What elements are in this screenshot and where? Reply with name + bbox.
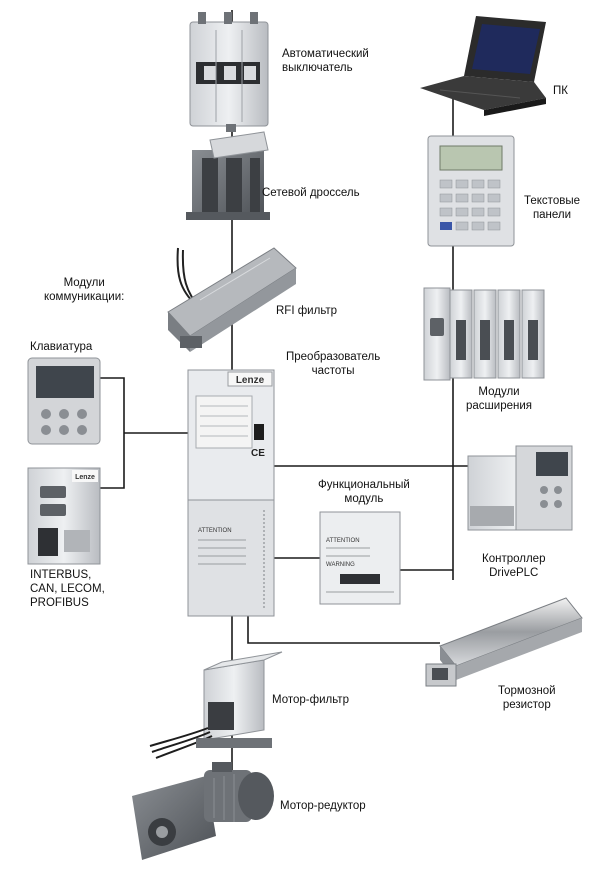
connection-lines [100, 10, 468, 790]
bus-list-label: INTERBUS, CAN, LECOM, PROFIBUS [30, 568, 105, 610]
bus-list-line2: CAN, LECOM, [30, 583, 105, 595]
text-panels-label: Текстовые панели [524, 194, 580, 222]
keypad-image [27, 357, 101, 445]
motor-filter-image [149, 651, 283, 759]
text-panel-image [427, 135, 515, 247]
function-module-label-line2: модуль [344, 493, 384, 505]
inverter-label-line1: Преобразователь [286, 351, 381, 363]
function-module-label: Функциональный модуль [318, 478, 410, 506]
breaker-label: Автоматический выключатель [282, 47, 369, 75]
choke-label: Сетевой дроссель [262, 187, 360, 199]
line-choke-image [186, 131, 270, 220]
inverter-brand-mark: Lenze [236, 375, 265, 386]
inverter-ce-mark: CE [251, 448, 265, 459]
expansion-modules-label: Модули расширения [466, 385, 532, 413]
comm-modules-label-line1: Модули [63, 277, 105, 289]
brake-resistor-label: Тормозной резистор [498, 684, 556, 712]
keypad-label: Клавиатура [30, 341, 93, 353]
inverter-warning-title: ATTENTION [198, 528, 232, 534]
gear-motor-label: Мотор-редуктор [280, 800, 366, 812]
function-module-warning-title: ATTENTION [326, 538, 360, 544]
laptop-image [420, 16, 546, 116]
breaker-label-line1: Автоматический [282, 48, 369, 60]
comm-modules-label-line2: коммуникации: [44, 291, 125, 303]
function-module-warning-title-2: WARNING [326, 562, 355, 568]
bus-list-line1: INTERBUS, [30, 569, 92, 581]
breaker-label-line2: выключатель [282, 62, 353, 74]
pc-label: ПК [553, 85, 568, 97]
drive-plc-label-line2: DrivePLC [489, 567, 539, 579]
function-module-label-line1: Функциональный [318, 479, 410, 491]
rfi-label: RFI фильтр [276, 305, 338, 317]
text-panels-label-line1: Текстовые [524, 195, 580, 207]
keypad-bus-link [100, 377, 125, 489]
drive-plc-image [467, 445, 573, 531]
gear-motor-image [132, 762, 274, 860]
motor-filter-label: Мотор-фильтр [272, 694, 349, 706]
bus-module-image: Lenze [27, 467, 101, 565]
bus-list-line3: PROFIBUS [30, 597, 89, 609]
drive-plc-label: Контроллер DrivePLC [482, 552, 545, 580]
expansion-modules-label-line1: Модули [478, 386, 520, 398]
brake-resistor-label-line1: Тормозной [498, 685, 556, 697]
bus-module-brand-mark: Lenze [75, 474, 95, 481]
brake-resistor-label-line2: резистор [502, 699, 551, 711]
circuit-breaker-image [189, 12, 269, 132]
inverter-label-line2: частоты [311, 365, 355, 377]
expansion-modules-image [423, 287, 545, 381]
inverter-label: Преобразователь частоты [286, 350, 380, 378]
comm-modules-label: Модули коммуникации: [44, 276, 124, 304]
text-panels-label-line2: панели [532, 209, 572, 221]
brake-resistor-image [425, 597, 583, 687]
expansion-modules-label-line2: расширения [466, 400, 532, 412]
function-module-image: ATTENTION WARNING [319, 511, 401, 605]
brake-resistor-line [247, 610, 440, 644]
frequency-inverter-image: Lenze CE ATTENTION [187, 369, 275, 617]
rfi-filter-image [167, 247, 297, 352]
drive-plc-label-line1: Контроллер [482, 553, 546, 565]
